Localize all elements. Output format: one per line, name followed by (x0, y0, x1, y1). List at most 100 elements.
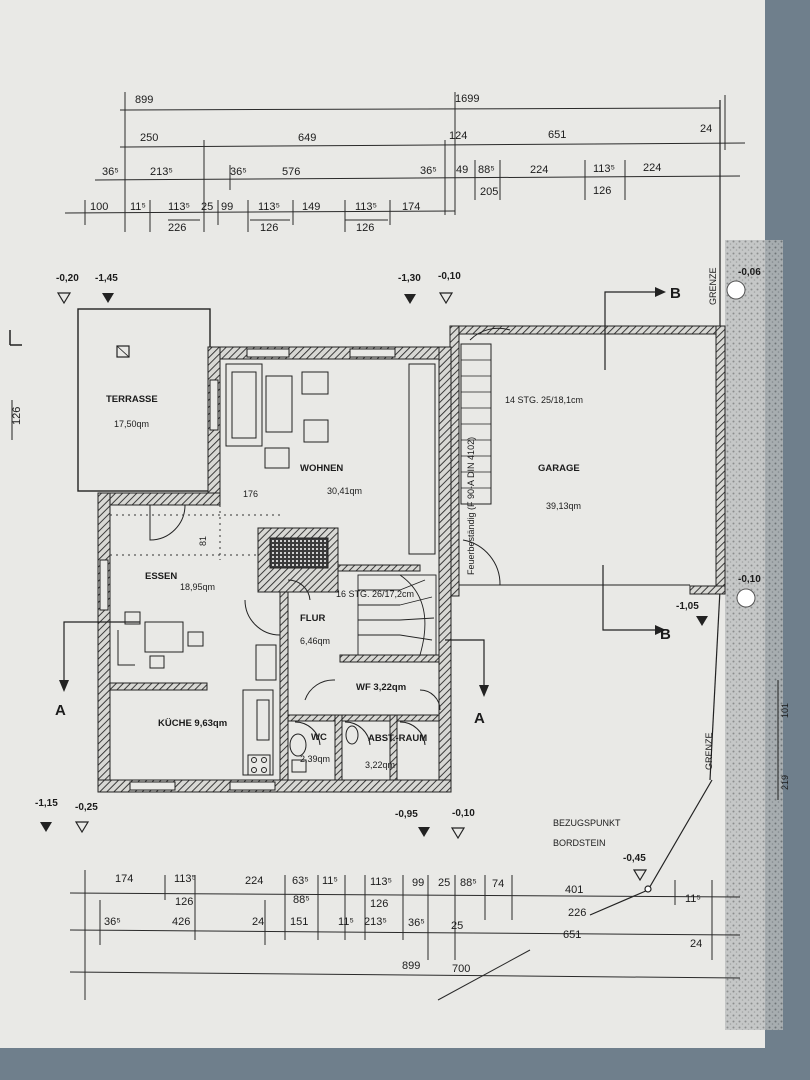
bot-dim-651: 651 (563, 929, 581, 941)
bot-dim-24-a: 24 (252, 916, 264, 928)
level-triangle-open (632, 869, 648, 882)
top-dim-49: 49 (456, 164, 468, 176)
level-triangle-open (450, 827, 466, 840)
furniture (117, 363, 436, 776)
bot-dim-25-a: 25 (438, 877, 450, 889)
top-dim-649: 649 (298, 132, 316, 144)
room-name-abst: ABST.-RAUM (368, 733, 427, 744)
top-dim-899: 899 (135, 94, 153, 106)
top-dim-88-5: 88⁵ (478, 164, 495, 176)
bordstein-label: BORDSTEIN (553, 838, 606, 848)
bot-dim-226: 226 (568, 907, 586, 919)
level-markers: -0,20 -1,45 -1,30 -0,10 -0,06 -0,10 -1,0… (35, 267, 761, 882)
bot-dim-213-5: 213⁵ (364, 916, 387, 928)
top-dimension-text: 899 1699 250 649 124 651 24 36⁵ 213⁵ 36⁵… (90, 93, 712, 234)
room-area-terrasse: 17,50qm (114, 419, 149, 429)
level-label-minus-0-20: -0,20 (56, 273, 79, 284)
top-dim-126-b: 126 (260, 222, 278, 234)
bot-dim-63-5: 63⁵ (292, 875, 309, 887)
grenze-label-bottom: GRENZE (704, 732, 714, 770)
right-dim-219: 219 (780, 775, 790, 790)
top-dim-205: 205 (480, 186, 498, 198)
top-dim-226: 226 (168, 222, 186, 234)
doors (149, 504, 441, 746)
top-dim-126-c: 126 (356, 222, 374, 234)
top-dim-174: 174 (402, 201, 420, 213)
bot-dim-36-5-a: 36⁵ (104, 916, 121, 928)
level-triangle-filled (404, 294, 416, 304)
punch-hole-top (726, 280, 746, 300)
top-dim-36-5-a: 36⁵ (102, 166, 119, 178)
windows (99, 348, 396, 791)
level-label-minus-0-10-c: -0,10 (452, 808, 475, 819)
punch-hole-bottom (736, 588, 756, 608)
top-dim-113-5-d: 113⁵ (355, 201, 377, 213)
top-dim-113-5-b: 113⁵ (168, 201, 190, 213)
level-triangle-filled (102, 293, 114, 303)
top-dim-25: 25 (201, 201, 213, 213)
bot-dim-899: 899 (402, 960, 420, 972)
bot-dim-36-5-b: 36⁵ (408, 917, 425, 929)
bot-dim-426: 426 (172, 916, 190, 928)
level-triangle-filled (418, 827, 430, 837)
room-labels: WOHNEN 30,41qm 176 81 ESSEN 18,95qm FLUR… (145, 463, 427, 770)
level-triangle-filled (40, 822, 52, 832)
section-b-top: B (670, 285, 681, 302)
bot-dim-11-5-a: 11⁵ (322, 875, 338, 887)
bot-dim-99: 99 (412, 877, 424, 889)
level-label-minus-0-95: -0,95 (395, 809, 418, 820)
property-boundary: GRENZE GRENZE BEZUGSPUNKT BORDSTEIN (553, 100, 721, 916)
top-dim-1699: 1699 (455, 93, 479, 105)
room-area-garage: 39,13qm (546, 501, 581, 511)
inner-dim-176: 176 (243, 489, 258, 499)
level-triangle-open (56, 292, 72, 305)
right-dim-101: 101 (780, 703, 790, 718)
level-label-minus-0-06: -0,06 (738, 267, 761, 278)
top-dimension-lines (64, 92, 746, 232)
room-area-abst: 3,22qm (365, 760, 395, 770)
room-name-wohnen: WOHNEN (300, 463, 343, 474)
level-triangle-filled (696, 616, 708, 626)
bottom-dimension-text: 174 113⁵ 224 63⁵ 11⁵ 113⁵ 99 25 88⁵ 74 4… (104, 873, 702, 975)
top-dim-651: 651 (548, 129, 566, 141)
room-name-garage: GARAGE (538, 463, 580, 474)
top-dim-113-5-c: 113⁵ (258, 201, 280, 213)
bot-dim-74: 74 (492, 878, 504, 890)
garage-stair-label: 14 STG. 25/18,1cm (505, 395, 583, 405)
level-label-minus-1-15: -1,15 (35, 798, 58, 809)
grenze-label-top: GRENZE (708, 267, 718, 305)
level-label-minus-0-10-b: -0,10 (738, 574, 761, 585)
bottom-dimension-lines (69, 870, 741, 1001)
top-dim-100: 100 (90, 201, 108, 213)
room-name-kueche: KÜCHE 9,63qm (158, 718, 227, 729)
room-name-wf: WF 3,22qm (356, 682, 406, 693)
garage: Feuerbeständig (F 90-A DIN 4102) 14 STG.… (449, 285, 726, 643)
top-dim-224-a: 224 (530, 164, 548, 176)
bot-dim-11-5-b: 11⁵ (685, 893, 701, 905)
level-label-minus-1-30: -1,30 (398, 273, 421, 284)
room-name-wc: WC (311, 732, 327, 743)
level-label-minus-1-45: -1,45 (95, 273, 118, 284)
bot-dim-700: 700 (452, 963, 470, 975)
bot-dim-113-5-a: 113⁵ (174, 873, 196, 885)
top-dim-36-5-c: 36⁵ (420, 165, 437, 177)
left-dim-126: 126 (11, 407, 23, 425)
top-dim-36-5-b: 36⁵ (230, 166, 247, 178)
room-area-wc: 2,39qm (300, 754, 330, 764)
bot-dim-113-5-b: 113⁵ (370, 876, 392, 888)
top-dim-213-5: 213⁵ (150, 166, 173, 178)
level-label-minus-1-05: -1,05 (676, 601, 699, 612)
level-label-minus-0-45: -0,45 (623, 853, 646, 864)
flur-stairs (357, 574, 437, 656)
bot-dim-25-b: 25 (451, 920, 463, 932)
section-a-markers: A A (55, 621, 489, 727)
bot-dim-224: 224 (245, 875, 263, 887)
bezugspunkt-label: BEZUGSPUNKT (553, 818, 621, 828)
side-marks: 126 101 219 (9, 330, 790, 800)
room-name-terrasse: TERRASSE (106, 394, 158, 405)
top-dim-99: 99 (221, 201, 233, 213)
inner-dim-81: 81 (198, 536, 208, 546)
top-dim-24: 24 (700, 123, 712, 135)
top-dim-224-b: 224 (643, 162, 661, 174)
